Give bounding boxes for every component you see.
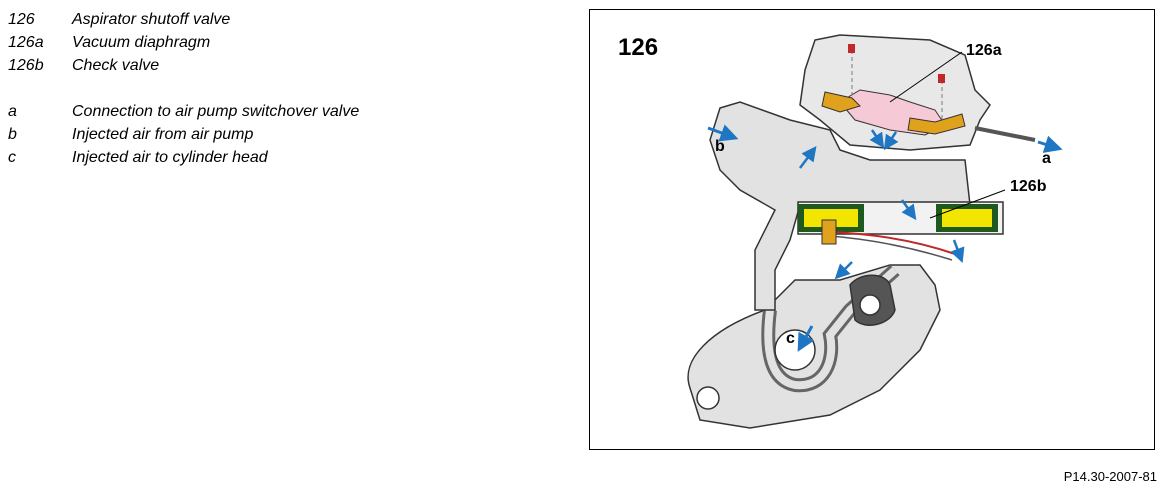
legend-item-126a: 126a Vacuum diaphragm [8, 31, 359, 54]
callout-c: c [786, 330, 795, 347]
vacuum-pipe [974, 126, 1036, 142]
legend-text: Injected air from air pump [72, 126, 254, 143]
flange-hole [859, 294, 881, 316]
flow-arrow [834, 261, 853, 280]
check-valve-bolt [821, 219, 837, 245]
legend-text: Check valve [72, 57, 160, 74]
legend-item-b: b Injected air from air pump [8, 123, 359, 146]
flow-arrow-a [1037, 135, 1063, 153]
legend-code: 126 [8, 11, 35, 28]
pin-left [848, 44, 855, 53]
reed-spring [829, 231, 956, 255]
figure-number: 126 [618, 34, 659, 61]
leader-126a [889, 51, 963, 103]
mounting-hole [696, 386, 720, 410]
legend-item-a: a Connection to air pump switchover valv… [8, 100, 359, 123]
legend-code: b [8, 126, 17, 143]
flow-arrow [950, 239, 965, 264]
legend-text: Connection to air pump switchover valve [72, 103, 360, 120]
legend-code: 126b [8, 57, 44, 74]
legend-item-126b: 126b Check valve [8, 54, 359, 77]
diaphragm-plate-right [907, 113, 966, 135]
flow-arrow-c [797, 325, 815, 352]
flow-arrow [900, 199, 917, 221]
callout-126b: 126b [1010, 178, 1047, 195]
valve-housing [709, 101, 971, 311]
legend-code: 126a [8, 34, 44, 51]
flow-arrow [869, 129, 885, 149]
valve-diagram-figure: 126 126a 126b a b c [589, 9, 1155, 450]
callout-b: b [715, 138, 725, 155]
flow-arrow [799, 146, 817, 169]
flow-arrow-b [707, 124, 739, 142]
valve-yellow-left [804, 209, 858, 227]
legend: 126 Aspirator shutoff valve 126a Vacuum … [8, 8, 359, 169]
valve-diagram-drawing [687, 34, 1063, 429]
legend-code: c [8, 149, 16, 166]
diaphragm-plate-left [821, 91, 861, 113]
valve-yellow-right [942, 209, 992, 227]
outlet-port-c [774, 329, 816, 371]
callout-a: a [1042, 150, 1051, 167]
pin-right [938, 74, 945, 83]
legend-text: Injected air to cylinder head [72, 149, 268, 166]
legend-item-126: 126 Aspirator shutoff valve [8, 8, 359, 31]
legend-code: a [8, 103, 17, 120]
callout-126a: 126a [966, 42, 1002, 59]
flow-arrow [883, 131, 899, 151]
legend-text: Vacuum diaphragm [72, 34, 211, 51]
legend-text: Aspirator shutoff valve [72, 11, 231, 28]
leader-126b [929, 189, 1006, 219]
legend-item-c: c Injected air to cylinder head [8, 146, 359, 169]
reference-code: P14.30-2007-81 [1063, 469, 1157, 484]
